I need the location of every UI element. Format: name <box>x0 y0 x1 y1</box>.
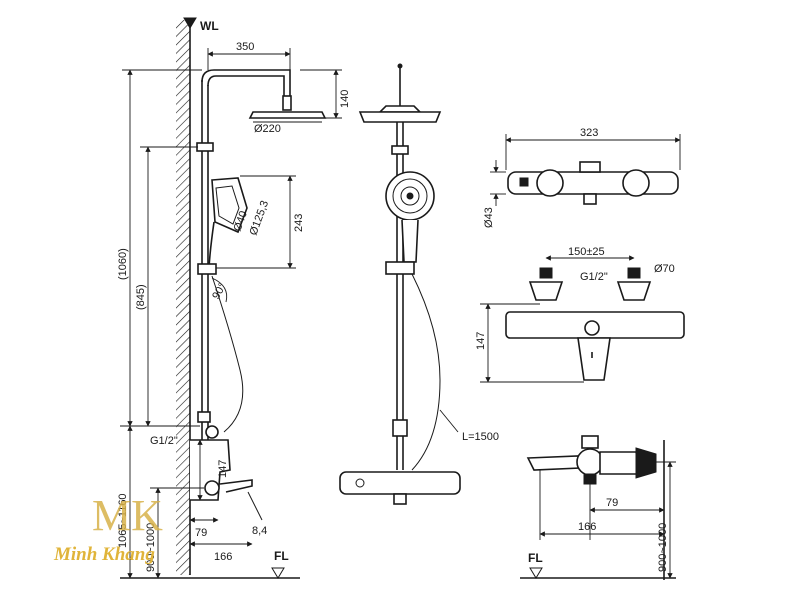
mixer-front-detail: 150±25 Ø70 G1/2" 147 <box>475 246 685 383</box>
fl-right-label: FL <box>528 551 543 565</box>
wl-label: WL <box>200 19 219 33</box>
spout-side <box>219 479 253 493</box>
front-view: L=1500 <box>339 63 499 505</box>
shower-arm-inner <box>207 75 285 100</box>
d166-left-label: 166 <box>214 551 232 563</box>
hose-side <box>211 275 244 433</box>
d1060-label: (1060) <box>117 248 129 280</box>
wl-marker-icon <box>183 17 197 29</box>
shower-arm-outer <box>201 69 291 100</box>
d1065-label: 1065~1160 <box>117 493 129 548</box>
g12-right-label: G1/2" <box>580 271 608 283</box>
d900-left-label: 900~1000 <box>145 523 157 572</box>
d1253-label: Ø125,3 <box>248 199 272 237</box>
wall-hatch <box>176 20 190 575</box>
hand-shower-head <box>211 177 248 234</box>
hose-label: L=1500 <box>462 431 499 443</box>
d70-label: Ø70 <box>654 263 675 275</box>
d243-label: 243 <box>293 214 305 232</box>
mixer-front <box>339 471 461 495</box>
brand-logo: MK Minh Khang <box>53 491 163 565</box>
slide-holder <box>197 263 217 275</box>
mixer-side-detail: 79 166 900~1000 FL <box>520 435 676 580</box>
d43-label: Ø43 <box>483 207 495 228</box>
d150-label: 150±25 <box>568 246 605 258</box>
fl-marker-icon <box>271 567 285 579</box>
rain-shower-head <box>248 111 327 119</box>
spout-side-right <box>526 455 581 471</box>
d79-left-label: 79 <box>195 527 207 539</box>
logo-name: Minh Khang <box>53 544 155 565</box>
d79-right-label: 79 <box>606 497 618 509</box>
hand-shower-handle <box>208 221 215 269</box>
d900-right-label: 900~1000 <box>657 523 669 572</box>
d323-label: 323 <box>580 127 598 139</box>
d220-label: Ø220 <box>254 123 281 135</box>
d84-label: 8,4 <box>252 525 267 537</box>
upper-bracket <box>196 142 214 152</box>
top-view: 323 Ø43 <box>483 127 681 228</box>
fl-right-marker-icon <box>529 567 543 579</box>
rain-shower-head-front <box>358 111 442 123</box>
d140-label: 140 <box>339 90 351 108</box>
d350-label: 350 <box>236 41 254 53</box>
logo-mark: MK <box>92 491 163 540</box>
g12-left-label: G1/2" <box>150 435 178 447</box>
spout-front <box>577 337 611 381</box>
d845-label: (845) <box>135 284 147 310</box>
d166-right-label: 166 <box>578 521 596 533</box>
lower-bracket <box>197 411 211 423</box>
d147-right-label: 147 <box>475 332 487 350</box>
mixer-body-side-right <box>599 451 641 475</box>
fl-left-label: FL <box>274 549 289 563</box>
d147-left-label: 147 <box>217 460 229 478</box>
hand-shower-handle-front <box>401 219 419 263</box>
mixer-top <box>507 171 679 195</box>
hose-front <box>411 273 441 471</box>
shower-head-connector <box>282 95 292 111</box>
slide-holder-front <box>385 261 415 275</box>
